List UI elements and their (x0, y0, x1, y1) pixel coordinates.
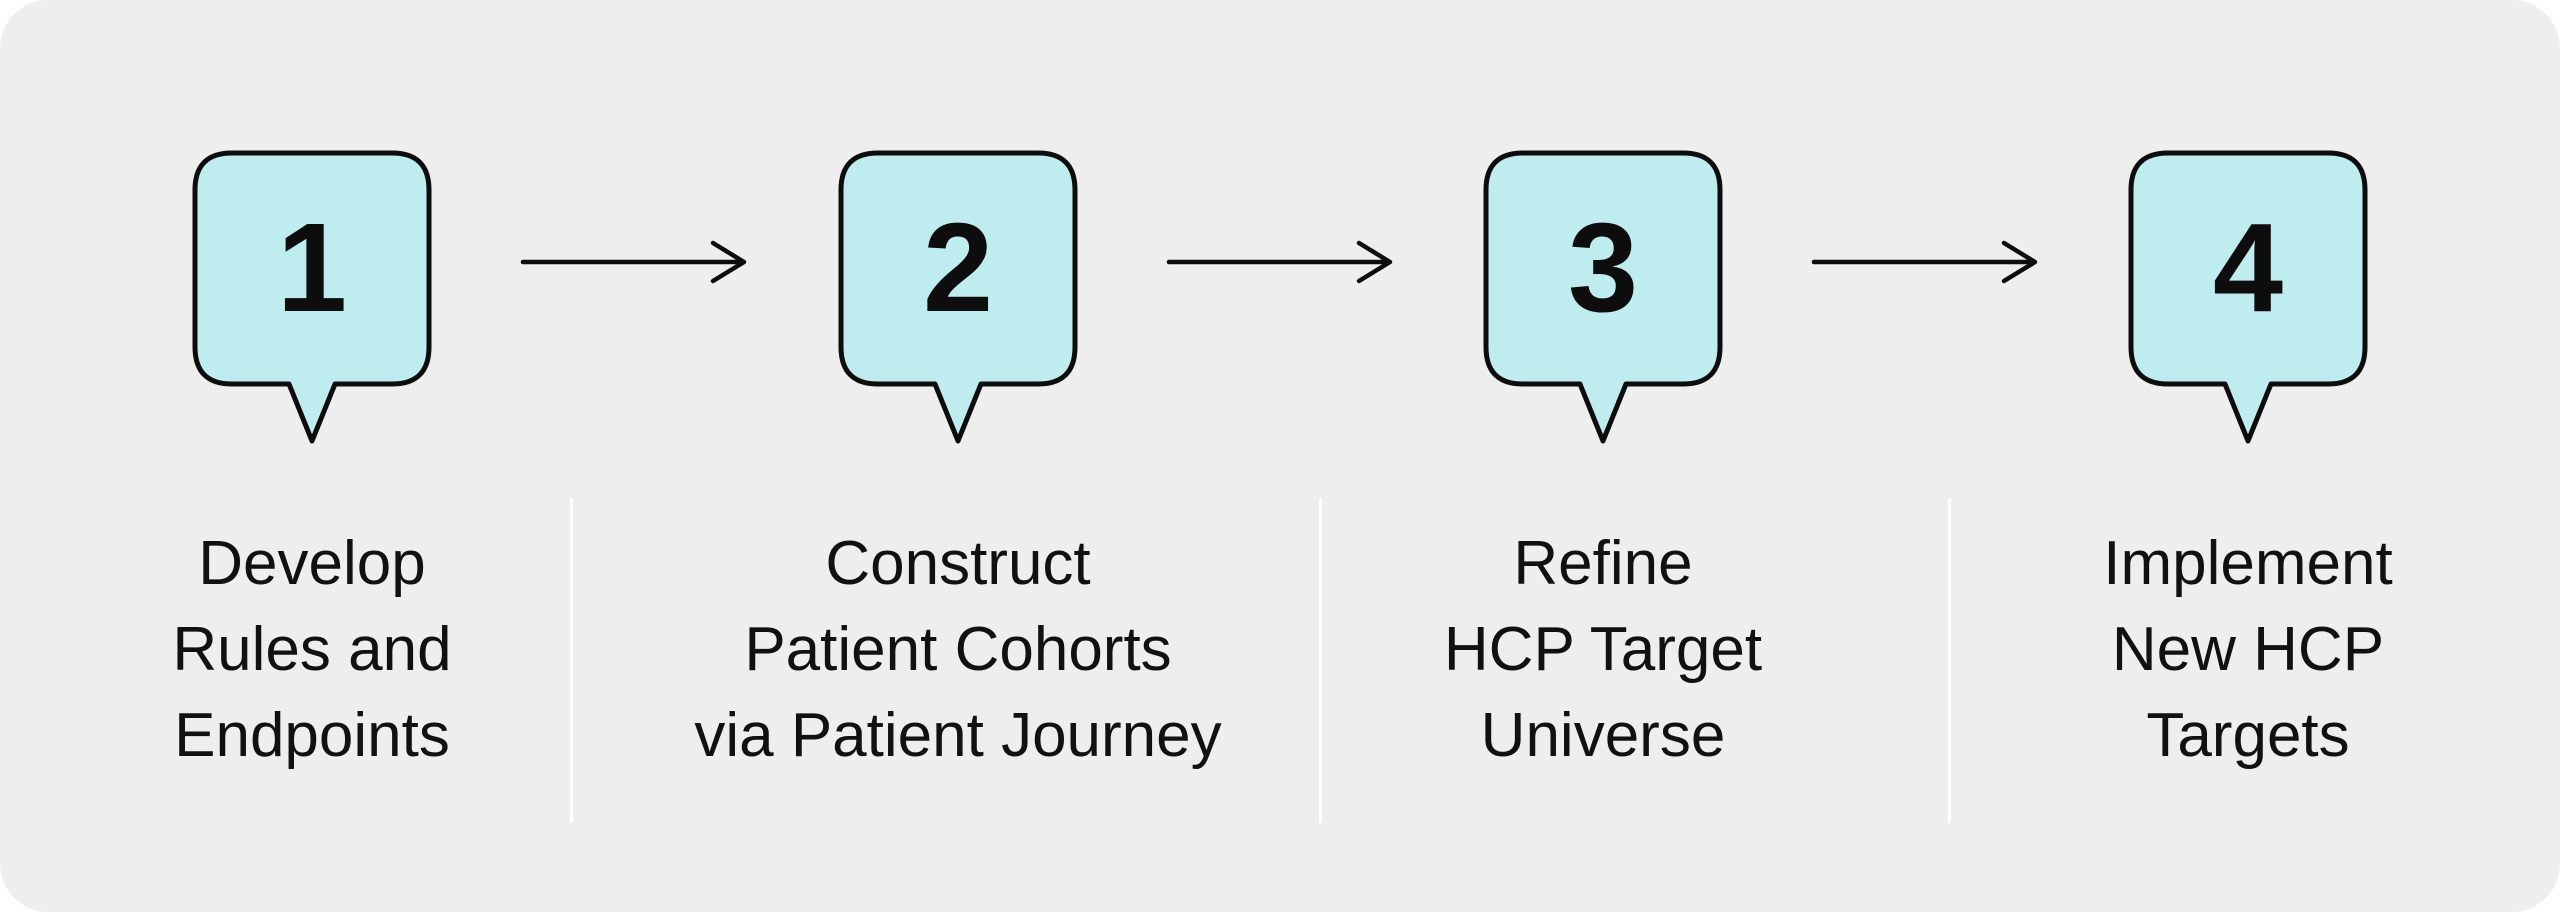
step-1-speech-bubble-icon (192, 150, 432, 444)
divider (570, 498, 573, 823)
step-3-speech-bubble-icon (1483, 150, 1723, 444)
step-4-number: 4 (2212, 196, 2284, 338)
step-3-label: Refine HCP Target Universe (1443, 529, 1763, 770)
arrow-right-icon (1166, 240, 1393, 284)
step-3-number: 3 (1567, 196, 1639, 338)
step-2-label: Construct Patient Cohorts via Patient Jo… (694, 529, 1222, 770)
step-1-label: Develop Rules and Endpoints (172, 529, 452, 770)
step-2-speech-bubble-icon (838, 150, 1078, 444)
step-4-speech-bubble-icon (2128, 150, 2368, 444)
step-2-number: 2 (922, 196, 994, 338)
arrow-right-icon (1811, 240, 2038, 284)
arrow-right-icon (520, 240, 747, 284)
divider (1948, 498, 1951, 823)
divider (1319, 498, 1322, 823)
step-4-label: Implement New HCP Targets (2103, 529, 2393, 770)
step-1-number: 1 (276, 196, 348, 338)
